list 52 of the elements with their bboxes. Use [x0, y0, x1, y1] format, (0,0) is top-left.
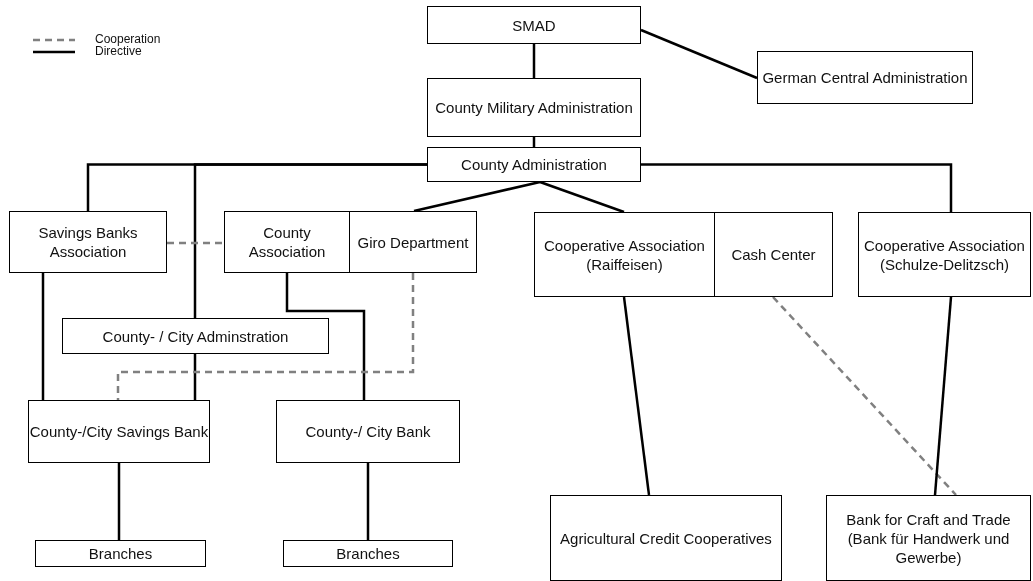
- org-box: [283, 540, 453, 567]
- box-label: County Association: [247, 223, 327, 261]
- connector-line: [933, 296, 953, 496]
- org-box: [35, 540, 206, 567]
- org-box: [534, 212, 715, 297]
- org-box: [28, 400, 210, 463]
- box-label: Cash Center: [731, 245, 816, 264]
- connector-line: [641, 163, 953, 212]
- connector-line: [193, 354, 197, 400]
- org-box: [826, 495, 1031, 581]
- box-label: Agricultural Credit Cooperatives: [560, 528, 772, 548]
- dashed-connector: [772, 296, 957, 496]
- org-box: [858, 212, 1031, 297]
- connector-line: [285, 273, 366, 400]
- connector-line: [41, 273, 45, 400]
- org-box: [276, 400, 460, 463]
- org-box: [9, 211, 167, 273]
- box-label: German Central Administration: [762, 68, 968, 87]
- box-label: County- / City Adminstration: [102, 326, 289, 346]
- connector-line: [622, 296, 651, 496]
- connector-line: [532, 44, 536, 78]
- box-label: County-/ City Bank: [305, 422, 431, 441]
- org-box: [427, 6, 641, 44]
- box-label: Branches: [88, 544, 153, 563]
- legend-label: Directive: [95, 44, 142, 58]
- box-label: Branches: [336, 544, 400, 563]
- box-label: Bank for Craft and Trade (Bank für Handwerk und Gewerbe): [845, 509, 1012, 567]
- box-label: Cooperative Association (Schulze-Delitzsch): [863, 235, 1026, 274]
- box-label: Savings Banks Association: [37, 223, 139, 261]
- box-label: SMAD: [512, 15, 556, 35]
- org-box: [62, 318, 329, 354]
- dashed-connector: [167, 241, 224, 245]
- box-label: County Military Administration: [435, 98, 633, 117]
- dashed-connector: [116, 273, 415, 400]
- org-box: [427, 78, 641, 137]
- connector-line: [366, 463, 370, 540]
- connector-line: [117, 463, 121, 540]
- org-box: [757, 51, 973, 104]
- org-box: [224, 211, 350, 273]
- connector-line: [193, 163, 427, 318]
- legend-label: Cooperation: [95, 32, 161, 46]
- box-label: Cooperative Association (Raiffeisen): [543, 235, 706, 274]
- box-label: County Administration: [461, 155, 607, 174]
- org-box: [349, 211, 477, 273]
- connector-line: [413, 180, 541, 213]
- connector-line: [539, 180, 625, 214]
- connector-line: [640, 28, 758, 80]
- org-box: [714, 212, 833, 297]
- org-box: [550, 495, 782, 581]
- box-label: Giro Department: [357, 232, 469, 252]
- org-box: [427, 147, 641, 182]
- box-label: County-/City Savings Bank: [29, 422, 209, 441]
